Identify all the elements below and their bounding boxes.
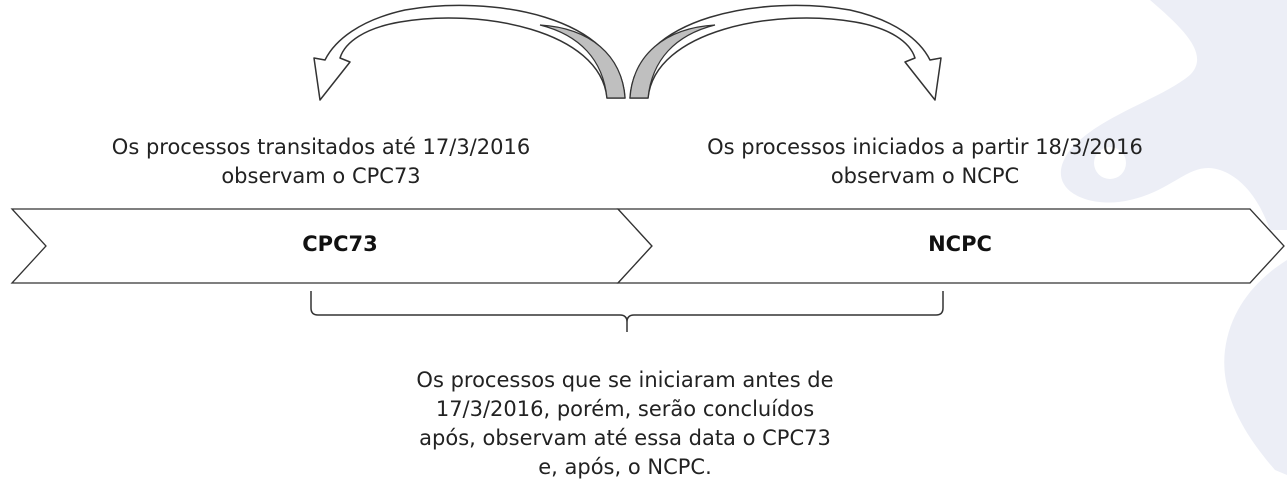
left-caption: Os processos transitados até 17/3/2016 o… <box>16 133 626 191</box>
right-caption: Os processos iniciados a partir 18/3/201… <box>620 133 1230 191</box>
right-caption-line1: Os processos iniciados a partir 18/3/201… <box>707 135 1143 159</box>
bottom-caption-line1: Os processos que se iniciaram antes de <box>416 368 834 392</box>
left-caption-line2: observam o CPC73 <box>221 164 421 188</box>
timeline-bar <box>10 208 1285 284</box>
bottom-caption-line2: 17/3/2016, porém, serão concluídos <box>435 397 815 421</box>
timeline-label-cpc73: CPC73 <box>302 232 378 256</box>
bottom-caption-line3: após, observam até essa data o CPC73 <box>419 426 831 450</box>
timeline-label-ncpc: NCPC <box>928 232 992 256</box>
bottom-brace <box>310 291 944 332</box>
curved-arrow-left-icon <box>313 4 626 101</box>
bottom-caption-line4: e, após, o NCPC. <box>538 455 712 479</box>
right-caption-line2: observam o NCPC <box>830 164 1020 188</box>
left-caption-line1: Os processos transitados até 17/3/2016 <box>111 135 531 159</box>
curved-arrow-right-icon <box>629 4 942 101</box>
bottom-caption: Os processos que se iniciaram antes de 1… <box>320 366 930 482</box>
chevron-segment-ncpc <box>616 208 1285 284</box>
